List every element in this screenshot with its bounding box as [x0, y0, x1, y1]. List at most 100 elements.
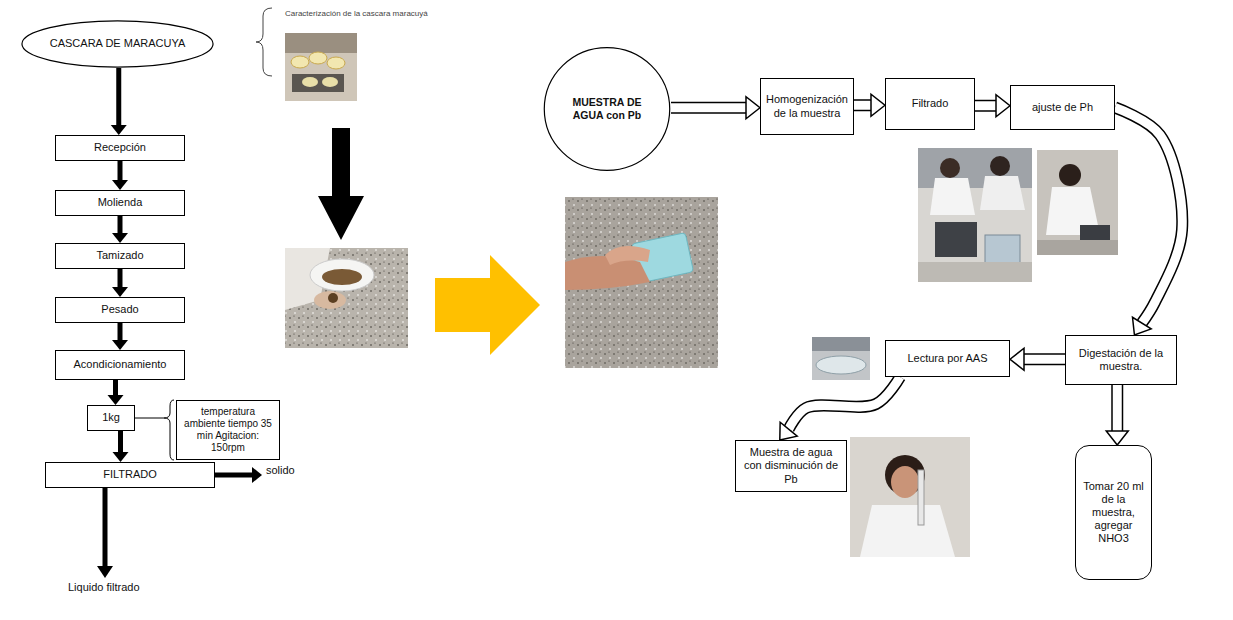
node-text: Muestra de agua con disminución de Pb — [740, 446, 842, 486]
photo-water-sample — [565, 197, 718, 368]
arrow-head — [1133, 317, 1152, 335]
fruit-half — [302, 77, 318, 87]
arrow-outline — [1024, 353, 1065, 365]
arrow-outline — [854, 99, 871, 111]
ground-peel — [322, 269, 362, 285]
text-holder: Recepción — [90, 138, 150, 157]
node-text: Molienda — [98, 196, 143, 209]
process-box: Recepción — [55, 135, 185, 161]
arrow-shaft — [118, 161, 123, 180]
node-text: MUESTRA DE AGUA con Pb — [567, 96, 647, 121]
node-text: FILTRADO — [103, 468, 157, 481]
bench — [918, 262, 1032, 282]
node-text: Pesado — [101, 303, 138, 316]
text-holder: Acondicionamiento — [70, 355, 171, 374]
arrow-head — [112, 233, 128, 243]
lab-coat — [930, 178, 975, 215]
process-box: 1kg — [87, 405, 135, 431]
arrow-head — [871, 94, 885, 116]
process-box: Digestación de la muestra. — [1065, 335, 1177, 385]
node-text: 1kg — [102, 411, 120, 424]
hand — [314, 291, 346, 309]
photo-wall — [812, 337, 870, 351]
arrow-head — [1010, 348, 1024, 370]
note-label: Caracterización de la cascara maracuyá — [285, 9, 428, 19]
process-box: Muestra de agua con disminución de Pb — [735, 440, 847, 492]
text-holder: Molienda — [94, 193, 147, 212]
hand — [565, 256, 650, 290]
node-text: Recepción — [94, 141, 146, 154]
photo-ground — [1037, 150, 1118, 255]
ellipse-shape — [22, 21, 213, 67]
arrow-outline — [789, 377, 900, 429]
bench — [1037, 240, 1118, 255]
arrow-head — [112, 340, 128, 350]
arrow-outline — [1111, 385, 1123, 431]
node-text: Tomar 20 ml de la muestra, agregar NHO3 — [1080, 480, 1147, 546]
photo-passion-fruit — [285, 33, 357, 101]
node-text: temperatura ambiente tiempo 35 min Agita… — [181, 406, 275, 454]
sample-tray — [816, 356, 866, 374]
note-label: solido — [266, 464, 295, 477]
photo-ground — [285, 33, 357, 101]
head — [940, 158, 960, 178]
arrow-shaft — [116, 68, 121, 125]
arrow-head — [1106, 431, 1128, 445]
output-arrow — [215, 473, 252, 478]
arrow-shaft — [118, 431, 123, 452]
granite-texture — [565, 197, 718, 368]
hollow-arrow — [854, 94, 885, 116]
arrow-head — [996, 95, 1010, 117]
arrow-body — [671, 103, 746, 112]
block-arrow — [318, 128, 364, 240]
process-box: Filtrado — [885, 78, 975, 130]
node-text: Lectura por AAS — [907, 352, 987, 365]
arrow-head — [113, 452, 129, 462]
pipette — [918, 470, 924, 525]
text-holder: 1kg — [98, 408, 124, 427]
node-text: Filtrado — [912, 97, 949, 110]
arrow-shaft — [118, 323, 123, 340]
text-holder: Pesado — [97, 300, 142, 319]
process-box: Tamizado — [55, 243, 185, 269]
photo-ground — [918, 148, 1032, 282]
photo-ground — [850, 437, 970, 557]
leader-line — [135, 418, 164, 419]
photo-ground — [565, 197, 718, 368]
note-label: Liquido filtrado — [68, 581, 140, 594]
fruit-half — [309, 52, 327, 64]
text-holder: MUESTRA DE AGUA con Pb — [563, 93, 651, 124]
fruit-half — [322, 77, 338, 87]
granite-texture — [285, 248, 408, 348]
flow-arrow — [112, 216, 128, 243]
arrow-head — [112, 287, 128, 297]
flow-arrow — [113, 431, 129, 462]
node-text: Digestación de la muestra. — [1070, 347, 1172, 373]
arrow-outline — [1115, 108, 1182, 324]
tray — [292, 74, 344, 92]
process-box: Homogenización de la muestra — [760, 78, 854, 135]
flow-arrow — [112, 269, 128, 297]
arrow-shaft — [113, 380, 118, 395]
process-box: FILTRADO — [45, 462, 215, 488]
glassware — [985, 235, 1020, 265]
photo-analyst — [850, 437, 970, 557]
photo-aas — [812, 337, 870, 380]
process-box: Lectura por AAS — [885, 340, 1010, 377]
flow-arrow — [108, 380, 124, 405]
flow-arrow — [111, 68, 127, 135]
process-box: Molienda — [55, 190, 185, 216]
photo-ground — [285, 248, 408, 348]
arrow-body — [1113, 385, 1122, 431]
arrow-body — [854, 101, 871, 110]
head — [1059, 164, 1081, 186]
bowl — [310, 259, 374, 291]
node-text: Acondicionamiento — [74, 358, 167, 371]
photo-ground-peel — [285, 248, 408, 348]
flow-arrow — [112, 323, 128, 350]
hollow-arrow — [780, 377, 900, 440]
arrow-head — [112, 180, 128, 190]
hollow-arrow — [1115, 108, 1182, 336]
arrow-shaft — [118, 216, 123, 233]
